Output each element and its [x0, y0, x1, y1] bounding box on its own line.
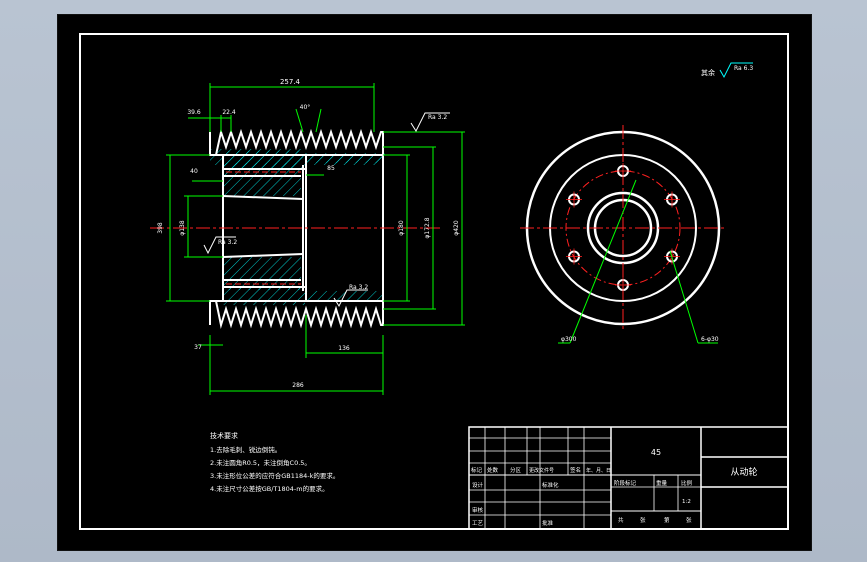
end-view: φ300 6-φ30	[520, 125, 726, 344]
tb-standard-label: 标准化	[542, 481, 559, 489]
dimension-labels: 257.4 39.6 22.4 40° 40 398 φ138 85 φ180 …	[157, 78, 460, 389]
cad-drawing: 257.4 39.6 22.4 40° 40 398 φ138 85 φ180 …	[79, 33, 789, 530]
roughness-top: Ra 3.2	[428, 114, 447, 121]
general-roughness-prefix: 其余	[701, 68, 715, 77]
dim-left-small: 40	[190, 168, 198, 175]
tb-approve-label: 批准	[542, 519, 554, 527]
tb-design-label: 设计	[472, 481, 484, 489]
dim-bottom-overall: 286	[292, 382, 304, 389]
tb-header-cell: 签名	[570, 466, 581, 474]
dim-top-overall: 257.4	[280, 78, 301, 86]
dim-left-bore: φ138	[179, 220, 186, 236]
dim-top-left-a: 39.6	[187, 109, 201, 116]
tb-header-cell: 更改文件号	[529, 467, 554, 474]
tech-requirements: 技术要求 1.去除毛刺、锐边倒钝。 2.未注圆角R0.5，未注倒角C0.5。 3…	[210, 431, 339, 493]
tb-scale-label: 比例	[681, 479, 693, 487]
bottom-grooves	[209, 300, 384, 329]
tb-sheet-label: 张	[686, 516, 692, 524]
tb-header-cell: 标记	[471, 466, 483, 474]
section-view: 257.4 39.6 22.4 40° 40 398 φ138 85 φ180 …	[150, 78, 465, 395]
tech-item: 4.未注尺寸公差按GB/T1804-m的要求。	[210, 484, 329, 493]
title-block: 45 从动轮 标记 处数 分区 更改文件号 签名 年、月、日 设计 标准化 审核…	[468, 426, 789, 530]
dim-right-mid: φ172.8	[424, 217, 431, 238]
tb-material: 45	[651, 448, 661, 457]
tb-part-name: 从动轮	[730, 466, 757, 478]
general-roughness: 其余 Ra 6.3	[701, 62, 753, 79]
roughness-bore: Ra 3.2	[218, 239, 237, 246]
end-leaders	[558, 179, 718, 344]
roughness-symbols	[203, 112, 450, 308]
dim-key: 85	[327, 165, 335, 172]
tech-title: 技术要求	[210, 431, 238, 440]
tb-weight-label: 重量	[656, 479, 668, 487]
tb-sheet-label: 张	[640, 516, 646, 524]
dim-groove-angle: 40°	[300, 104, 311, 111]
dim-left-height: 398	[157, 222, 164, 234]
tb-sheet-label: 共	[618, 516, 624, 524]
dim-top-left-b: 22.4	[222, 109, 236, 116]
tb-scale-value: 1:2	[682, 499, 691, 505]
tech-item: 2.未注圆角R0.5，未注倒角C0.5。	[210, 458, 311, 467]
end-holes-dim: 6-φ30	[701, 336, 719, 343]
dim-bottom-left: 37	[194, 344, 202, 351]
general-roughness-value: Ra 6.3	[734, 65, 753, 72]
tb-header-cell: 分区	[510, 466, 522, 474]
dim-right-outer: φ420	[453, 220, 460, 236]
tech-item: 1.去除毛刺、锐边倒钝。	[210, 445, 281, 454]
top-grooves	[209, 128, 384, 156]
dim-right-inner: φ180	[398, 220, 405, 236]
tb-review-label: 审核	[472, 506, 484, 514]
section-dimensions	[166, 83, 465, 395]
sheet-border	[79, 33, 789, 530]
roughness-hub: Ra 3.2	[349, 284, 368, 291]
tb-stage-label: 阶段标记	[614, 479, 637, 487]
tb-process-label: 工艺	[472, 520, 484, 527]
cad-viewport[interactable]: 257.4 39.6 22.4 40° 40 398 φ138 85 φ180 …	[57, 14, 812, 551]
end-circle-dim: φ300	[561, 336, 577, 343]
tech-item: 3.未注形位公差的应符合GB1184-k的要求。	[210, 471, 339, 480]
tb-header-cell: 处数	[487, 466, 499, 474]
dim-bottom-hub: 136	[338, 345, 350, 352]
tb-header-cell: 年、月、日	[586, 467, 611, 474]
tb-sheet-label: 第	[664, 516, 670, 524]
